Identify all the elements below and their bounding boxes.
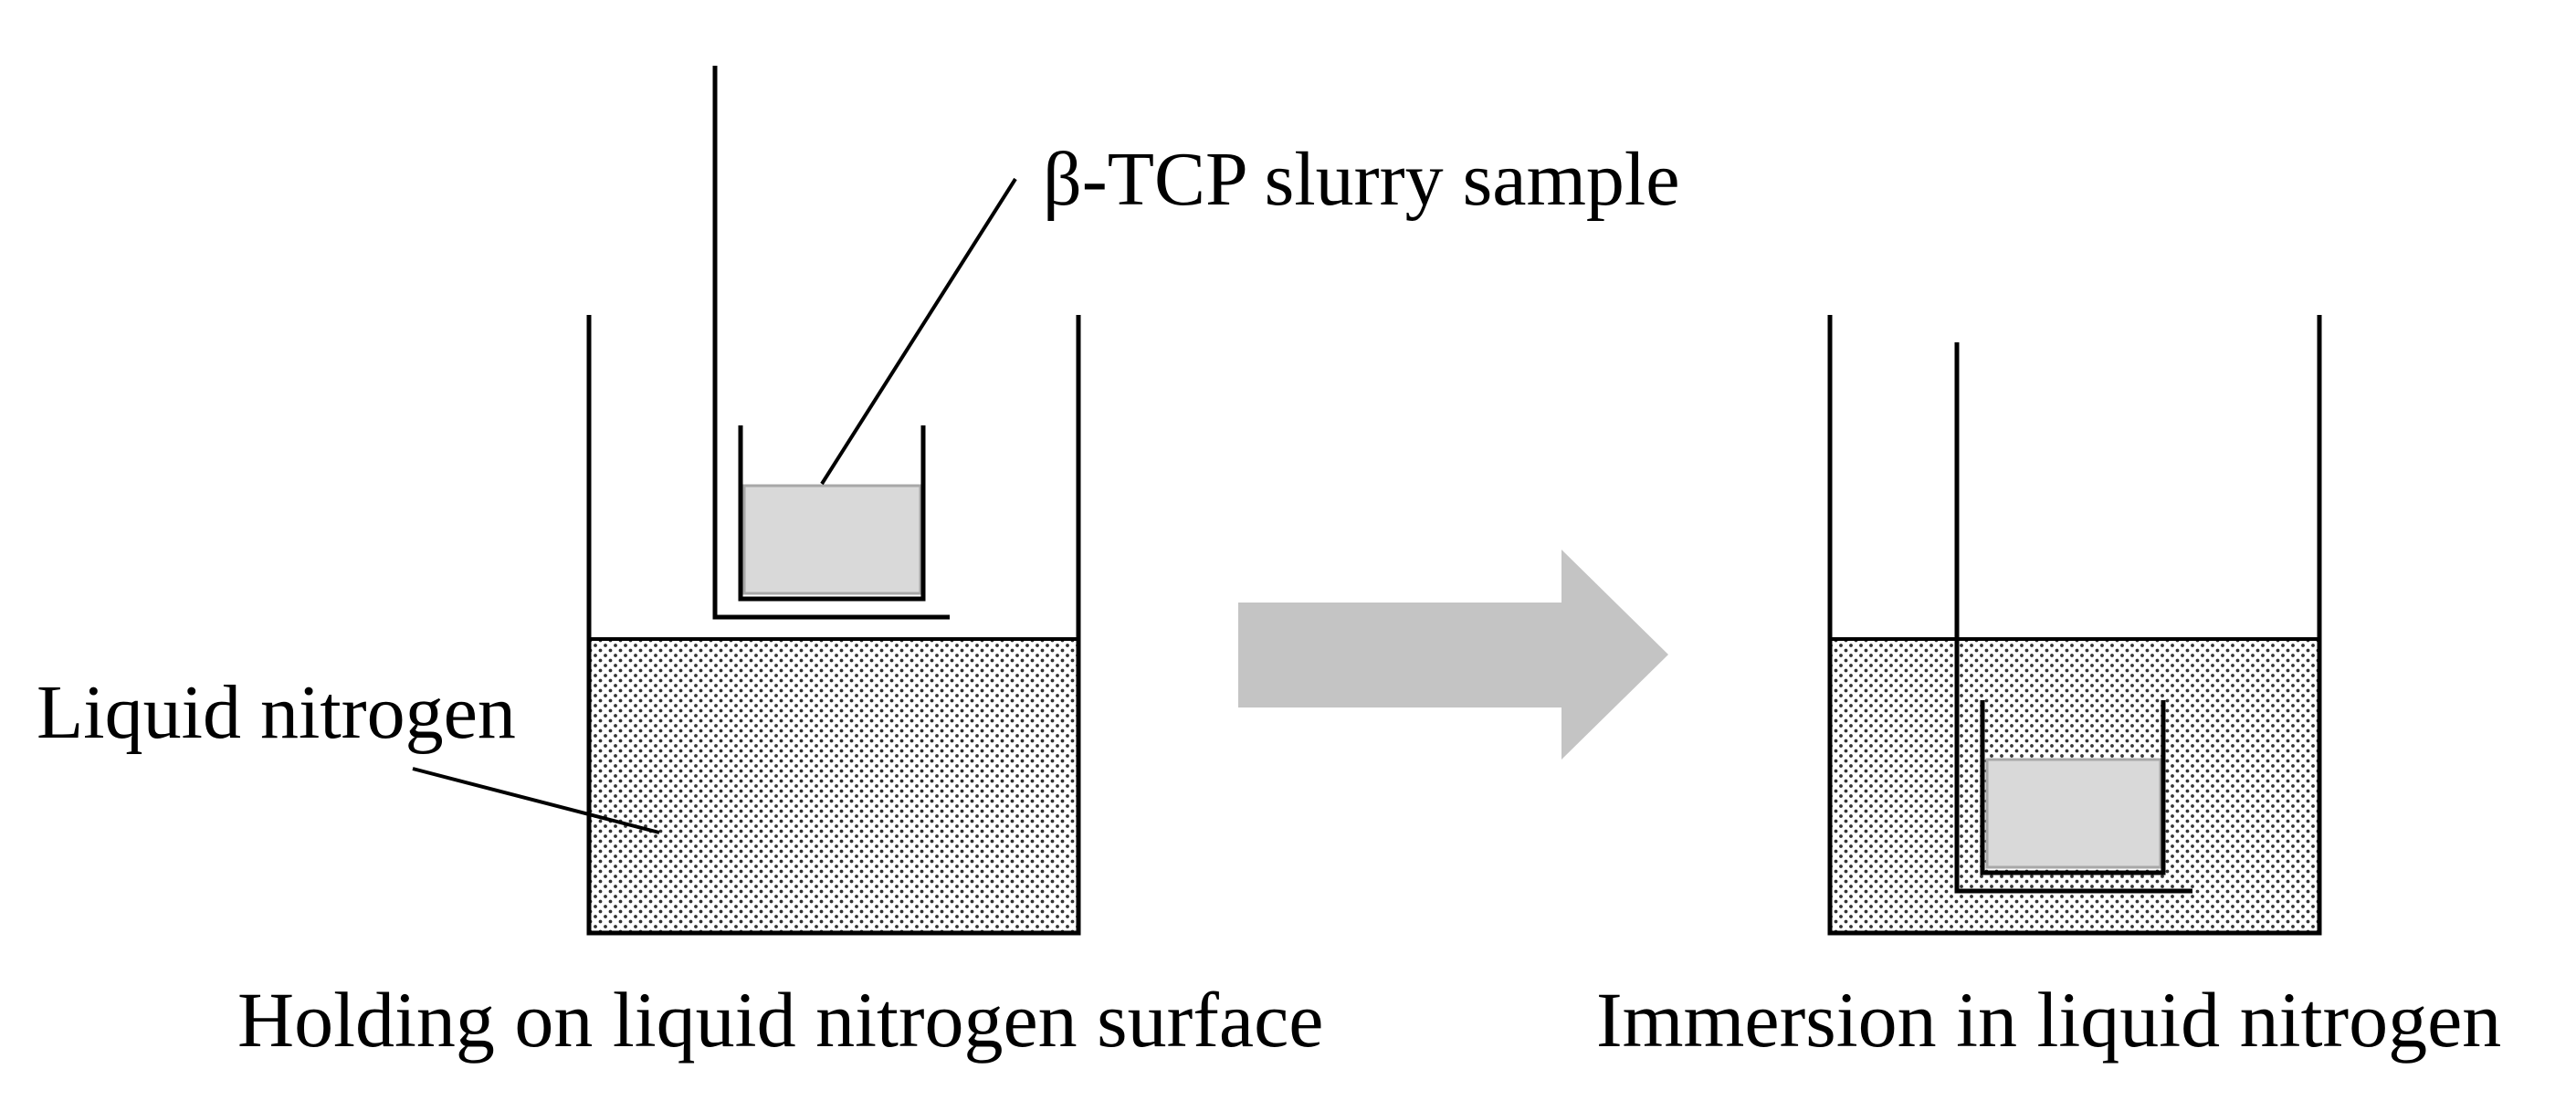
process-arrow: [1238, 550, 1668, 760]
caption-holding: Holding on liquid nitrogen surface: [237, 976, 1323, 1064]
right-scene: [1827, 315, 2322, 936]
left-scene: [412, 66, 1081, 936]
left-dewar-container: [586, 315, 1081, 936]
left-liquid-nitrogen: [587, 637, 1080, 935]
left-slurry-fill: [742, 484, 922, 595]
left-sample-cup: [738, 425, 926, 602]
nitrogen-leader-line: [412, 767, 660, 834]
right-slurry-fill: [1985, 758, 2162, 869]
slurry-leader-line: [820, 177, 1017, 486]
liquid-nitrogen-label: Liquid nitrogen: [37, 670, 516, 755]
right-sample-holder-rod: [1954, 342, 2192, 894]
left-sample-holder-rod: [712, 66, 950, 620]
right-dewar-container: [1827, 315, 2322, 936]
caption-immersion: Immersion in liquid nitrogen: [1596, 976, 2501, 1064]
slurry-sample-label: β-TCP slurry sample: [1043, 137, 1680, 222]
right-sample-cup: [1980, 700, 2166, 875]
